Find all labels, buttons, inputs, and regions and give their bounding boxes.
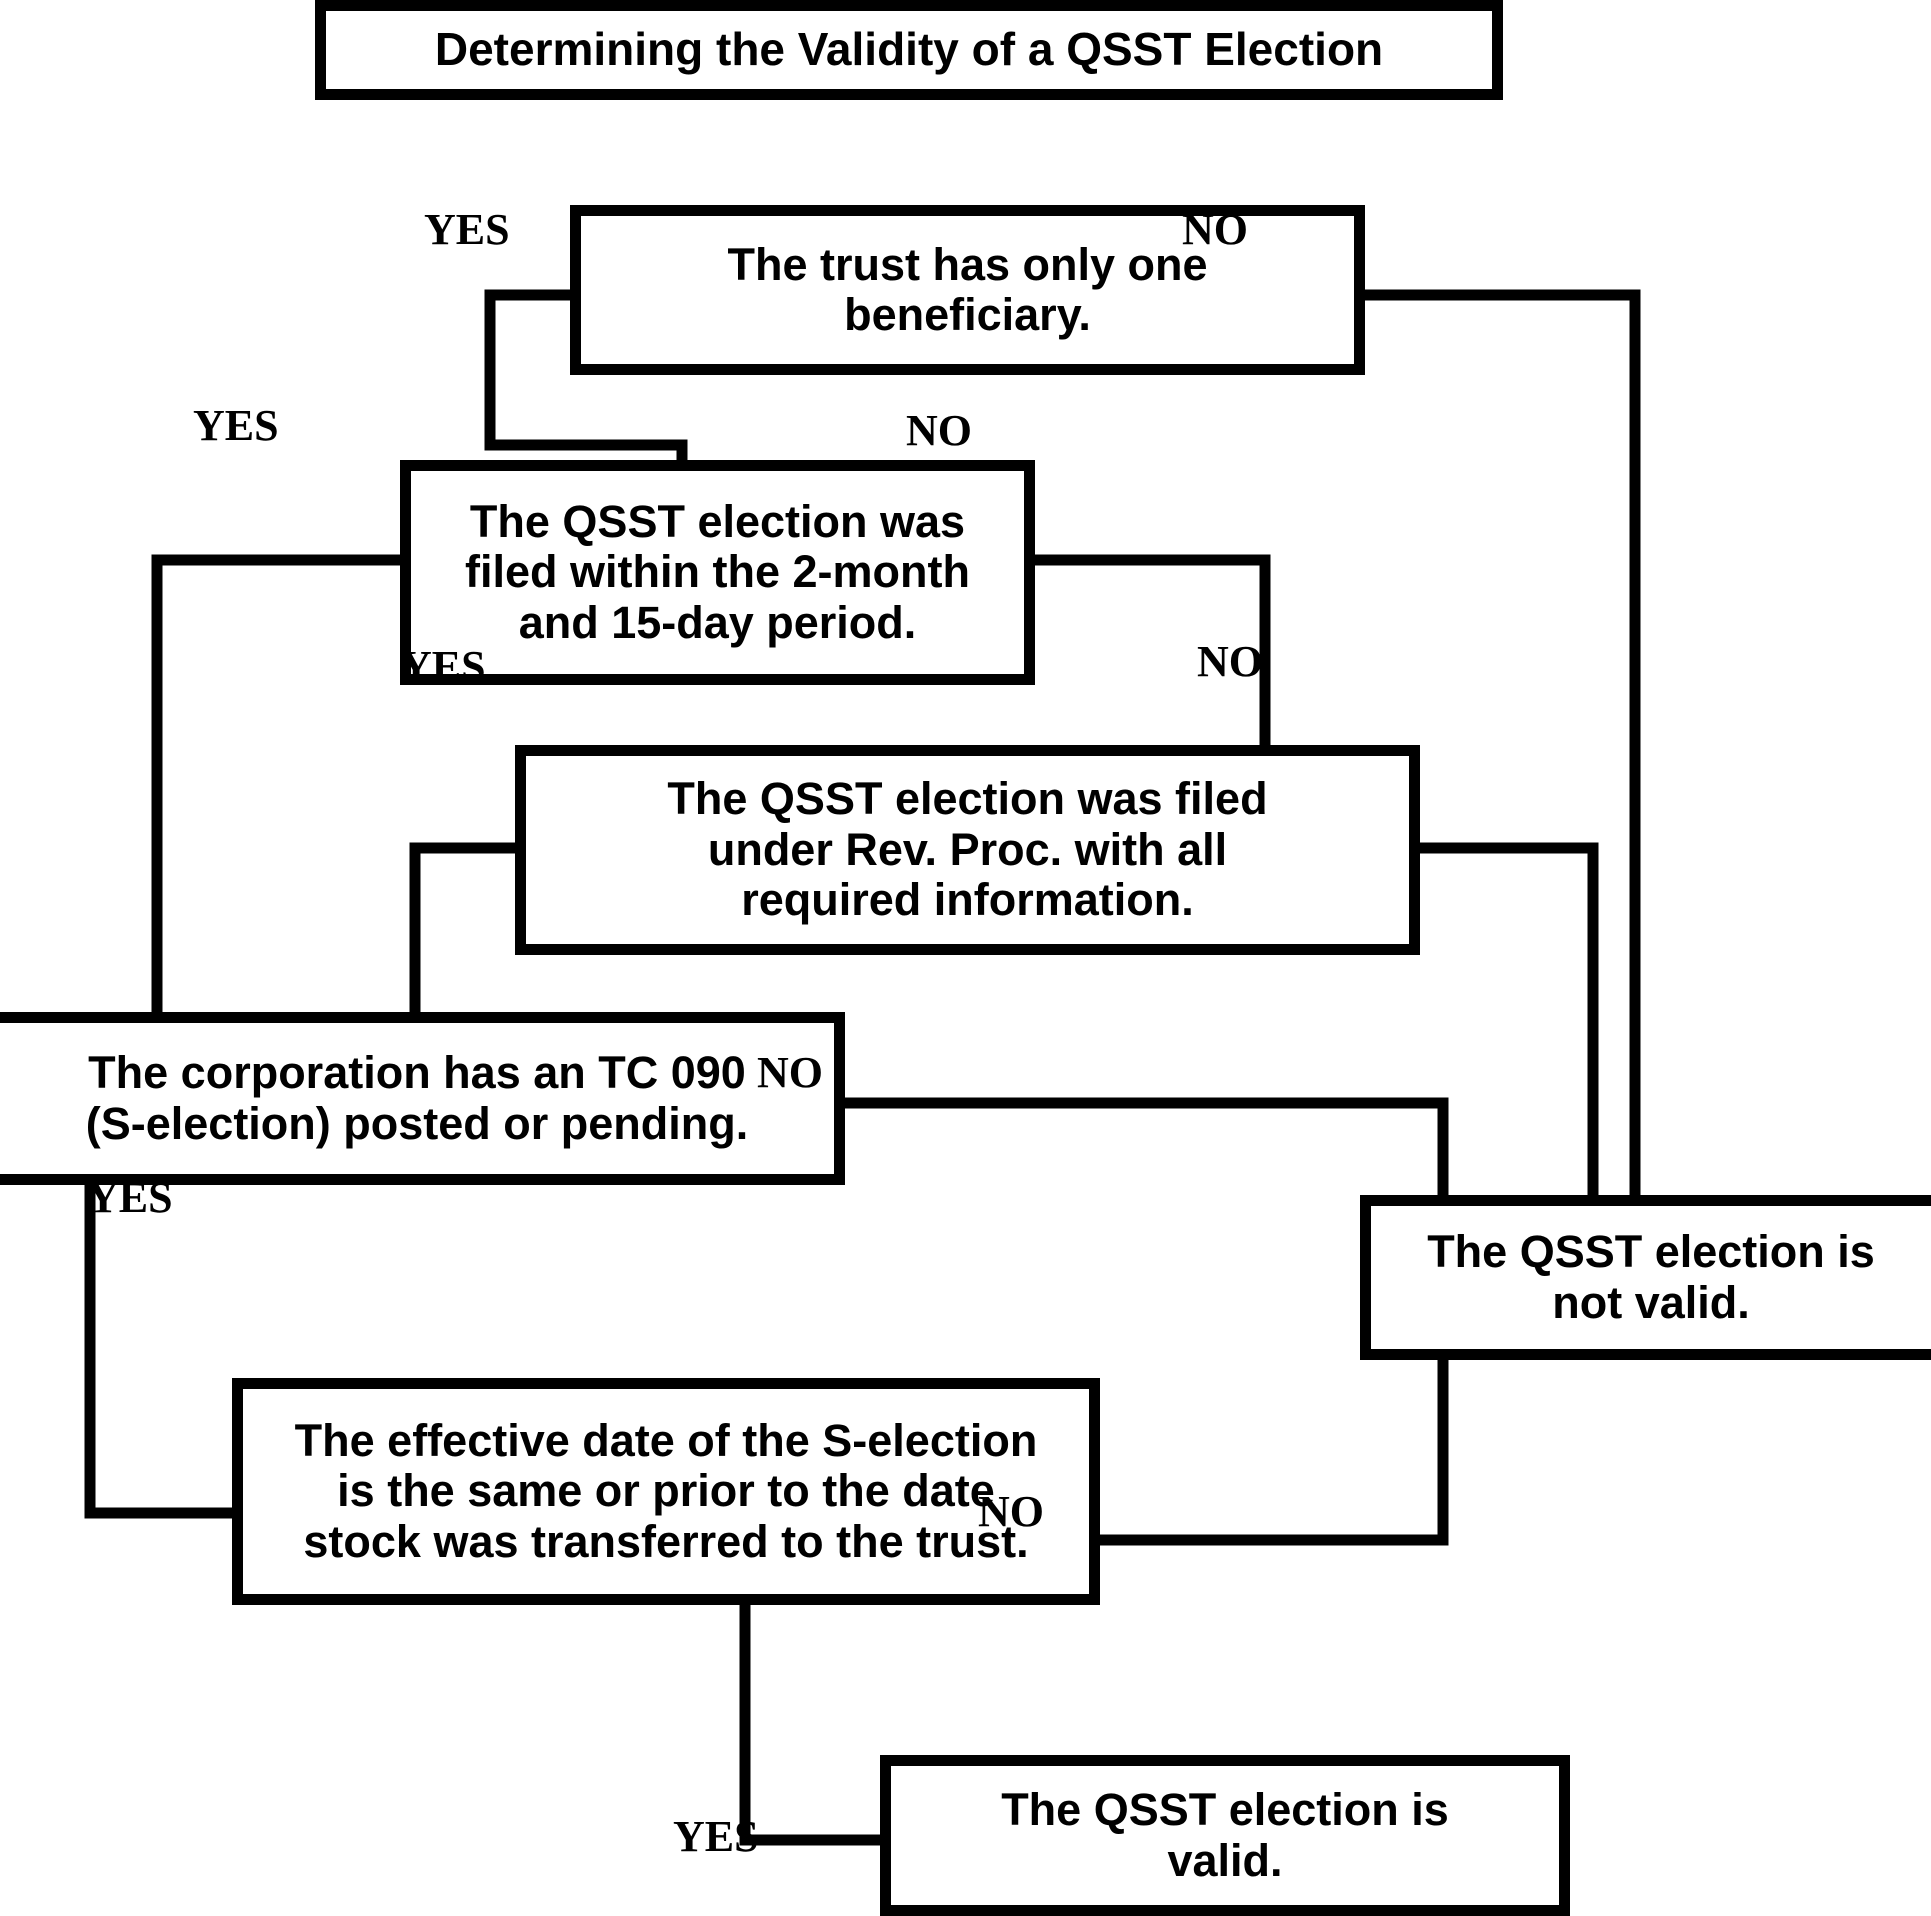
- edge-label-q1-yes: YES: [424, 205, 510, 254]
- edge-label-q3-no: NO: [1197, 637, 1263, 686]
- edge-q5-no-path: [1100, 1360, 1449, 1546]
- terminal-text-election-not-valid: The QSST election is not valid.: [1427, 1226, 1875, 1328]
- decision-text-filed-within-period: The QSST election was filed within the 2…: [465, 495, 970, 648]
- edge-q1-yes-path: [484, 289, 688, 460]
- edge-label-q3-yes: YES: [400, 642, 486, 691]
- edge-label-q4-no: NO: [757, 1048, 823, 1097]
- decision-box-filed-within-period[interactable]: The QSST election was filed within the 2…: [400, 460, 1035, 685]
- edge-q3-no-path: [1420, 842, 1599, 1195]
- decision-box-trust-one-beneficiary[interactable]: The trust has only one beneficiary.: [570, 205, 1365, 375]
- edge-q1-no-path: [1365, 289, 1641, 1195]
- diagram-title-box: Determining the Validity of a QSST Elect…: [315, 0, 1503, 100]
- decision-box-filed-under-rev-proc[interactable]: The QSST election was filed under Rev. P…: [515, 745, 1420, 955]
- decision-box-effective-date[interactable]: The effective date of the S-election is …: [232, 1378, 1100, 1605]
- decision-text-corporation-tc090: The corporation has an TC 090 (S-electio…: [85, 1047, 749, 1149]
- edge-label-q2-yes: YES: [193, 401, 279, 450]
- edge-q2-yes-path: [151, 554, 400, 1012]
- edge-q4-no-path: [845, 1097, 1449, 1195]
- edge-q4-yes-path: [84, 1185, 232, 1519]
- diagram-title-text: Determining the Validity of a QSST Elect…: [434, 23, 1384, 76]
- edge-label-q5-no: NO: [978, 1487, 1044, 1536]
- edge-label-q4-yes: YES: [87, 1173, 173, 1222]
- terminal-box-election-not-valid: The QSST election is not valid.: [1360, 1195, 1931, 1360]
- decision-text-effective-date: The effective date of the S-election is …: [294, 1414, 1038, 1567]
- decision-text-trust-one-beneficiary: The trust has only one beneficiary.: [727, 238, 1208, 340]
- edge-q3-yes-path: [409, 842, 515, 1012]
- edge-label-q5-yes: YES: [673, 1812, 759, 1861]
- decision-text-filed-under-rev-proc: The QSST election was filed under Rev. P…: [667, 773, 1268, 926]
- decision-box-corporation-tc090[interactable]: The corporation has an TC 090 (S-electio…: [0, 1012, 845, 1185]
- terminal-text-election-valid: The QSST election is valid.: [1001, 1784, 1449, 1886]
- terminal-box-election-valid: The QSST election is valid.: [880, 1755, 1570, 1916]
- edge-q5-yes-path: [739, 1605, 880, 1846]
- edge-q2-no-path: [1035, 554, 1271, 745]
- edge-label-q1-no: NO: [1182, 205, 1248, 254]
- edge-label-q2-no: NO: [906, 406, 972, 455]
